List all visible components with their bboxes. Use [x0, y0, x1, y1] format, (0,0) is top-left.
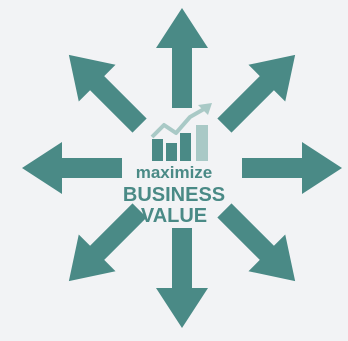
- arrow-down-right-icon: [217, 203, 296, 282]
- growth-chart-icon: [150, 103, 212, 161]
- arrows-group: [22, 8, 342, 328]
- arrow-up-icon: [156, 8, 208, 108]
- business-text: BUSINESS: [122, 184, 226, 206]
- arrow-down-icon: [156, 228, 208, 328]
- arrow-right-icon: [242, 142, 342, 194]
- value-text: VALUE: [140, 205, 208, 227]
- arrow-up-right-icon: [217, 54, 296, 133]
- arrow-left-icon: [22, 142, 122, 194]
- arrow-down-left-icon: [68, 203, 147, 282]
- maximize-text: maximize: [135, 163, 213, 182]
- arrow-up-left-icon: [68, 54, 147, 133]
